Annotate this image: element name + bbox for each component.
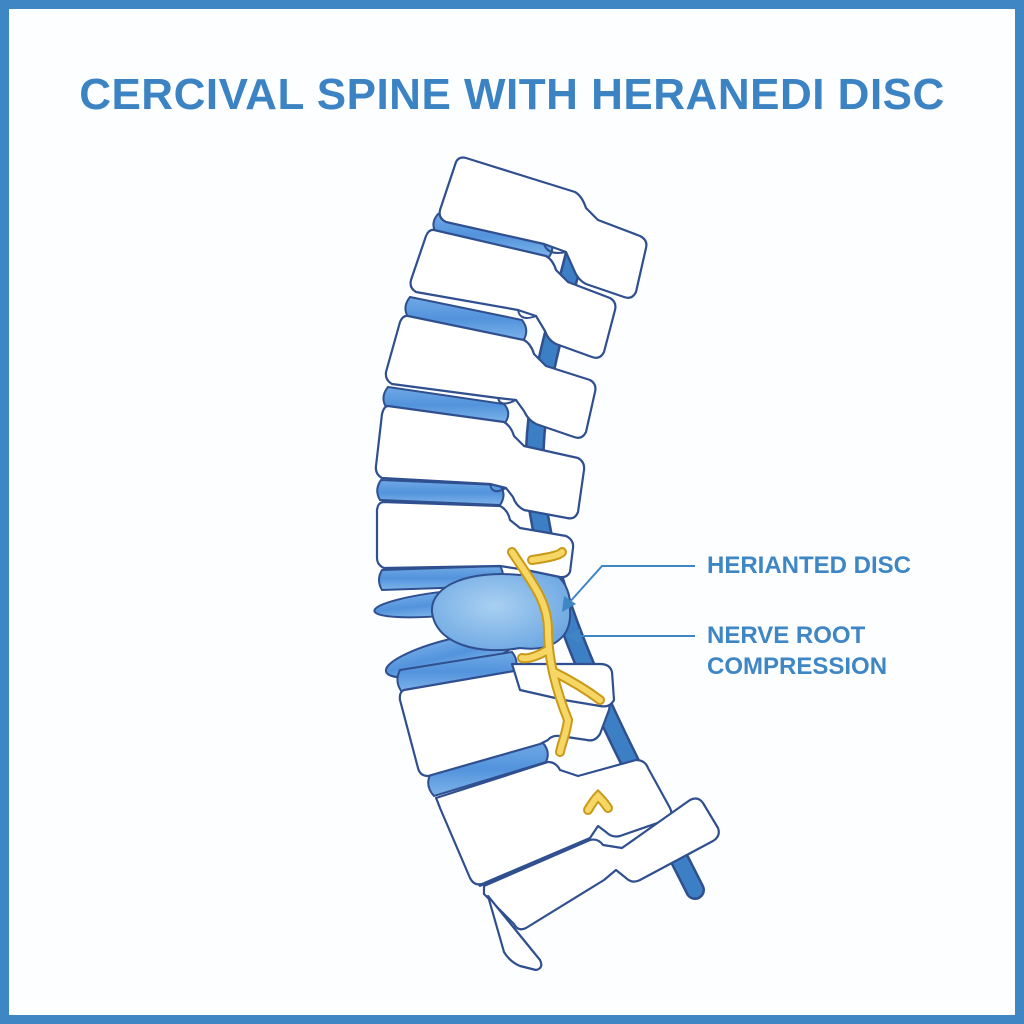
vertebra-8 [482, 797, 720, 931]
nerve-roots-inner [509, 549, 611, 813]
diagram-title: CERCIVAL SPINE WITH HERANEDI DISC [79, 70, 945, 119]
leader-line-herniated-disc [567, 565, 695, 605]
vertebra-3 [384, 314, 597, 439]
vertebrae [374, 156, 720, 972]
vertebra-7 [434, 758, 673, 886]
arrow-nerve-root [566, 629, 580, 643]
label-herniated-disc: HERIANTED DISC [707, 552, 912, 579]
arrow-herniated-disc [562, 596, 576, 612]
vertebra-9 [486, 894, 543, 972]
vertebra-2 [409, 228, 617, 359]
vertebra-4 [374, 404, 586, 520]
label-nerve-root-line2: COMPRESSION [707, 653, 888, 680]
vertebra-5 [375, 500, 575, 579]
vertebra-1 [438, 156, 648, 299]
label-nerve-root-line1: NERVE ROOT [707, 622, 866, 649]
label-nerve-root-compression: NERVE ROOT COMPRESSION [707, 620, 887, 682]
